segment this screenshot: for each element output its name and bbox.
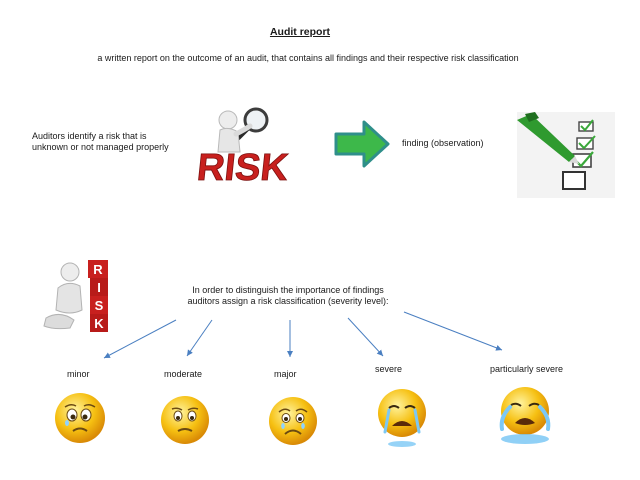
risk-block-letter-i: I: [97, 280, 101, 295]
checklist-icon: [517, 112, 615, 198]
level-label-minor: minor: [67, 369, 90, 379]
risk-logo-text: RISK: [195, 147, 291, 189]
teary-smiley-icon: [269, 397, 317, 445]
classification-intro: In order to distinguish the importance o…: [168, 285, 408, 307]
right-arrow-icon: [334, 120, 390, 168]
arrow-to-severe: [347, 317, 384, 357]
level-label-particularly-severe: particularly severe: [490, 364, 564, 374]
identify-line-1: Auditors identify a risk that is: [32, 131, 147, 141]
risk-block-letter-s: S: [95, 298, 104, 313]
level-label-major: major: [274, 369, 297, 379]
arrow-to-minor: [103, 319, 177, 359]
finding-label: finding (observation): [402, 138, 484, 148]
worried-smiley-icon: [55, 393, 105, 443]
risk-block-letter-k: K: [94, 316, 104, 331]
page-title: Audit report: [269, 26, 331, 38]
arrow-to-moderate: [186, 319, 213, 357]
classification-intro-line-1: In order to distinguish the importance o…: [192, 285, 384, 295]
arrow-to-particularly-severe: [403, 311, 503, 351]
level-label-severe: severe: [375, 364, 403, 374]
identify-line-2: unknown or not managed properly: [32, 142, 169, 152]
sad-smiley-icon: [161, 396, 209, 444]
risk-magnifier-illustration: RISK: [195, 107, 291, 189]
level-label-moderate: moderate: [164, 369, 203, 379]
risk-block-letter-r: R: [93, 262, 103, 277]
sobbing-smiley-icon: [499, 387, 551, 444]
risk-blocks-illustration: R I S K: [43, 260, 108, 332]
identify-risk-text: Auditors identify a risk that is unknown…: [32, 131, 202, 153]
crying-smiley-icon: [378, 389, 426, 447]
classification-intro-line-2: auditors assign a risk classification (s…: [187, 296, 389, 306]
page-subtitle: a written report on the outcome of an au…: [97, 53, 519, 63]
